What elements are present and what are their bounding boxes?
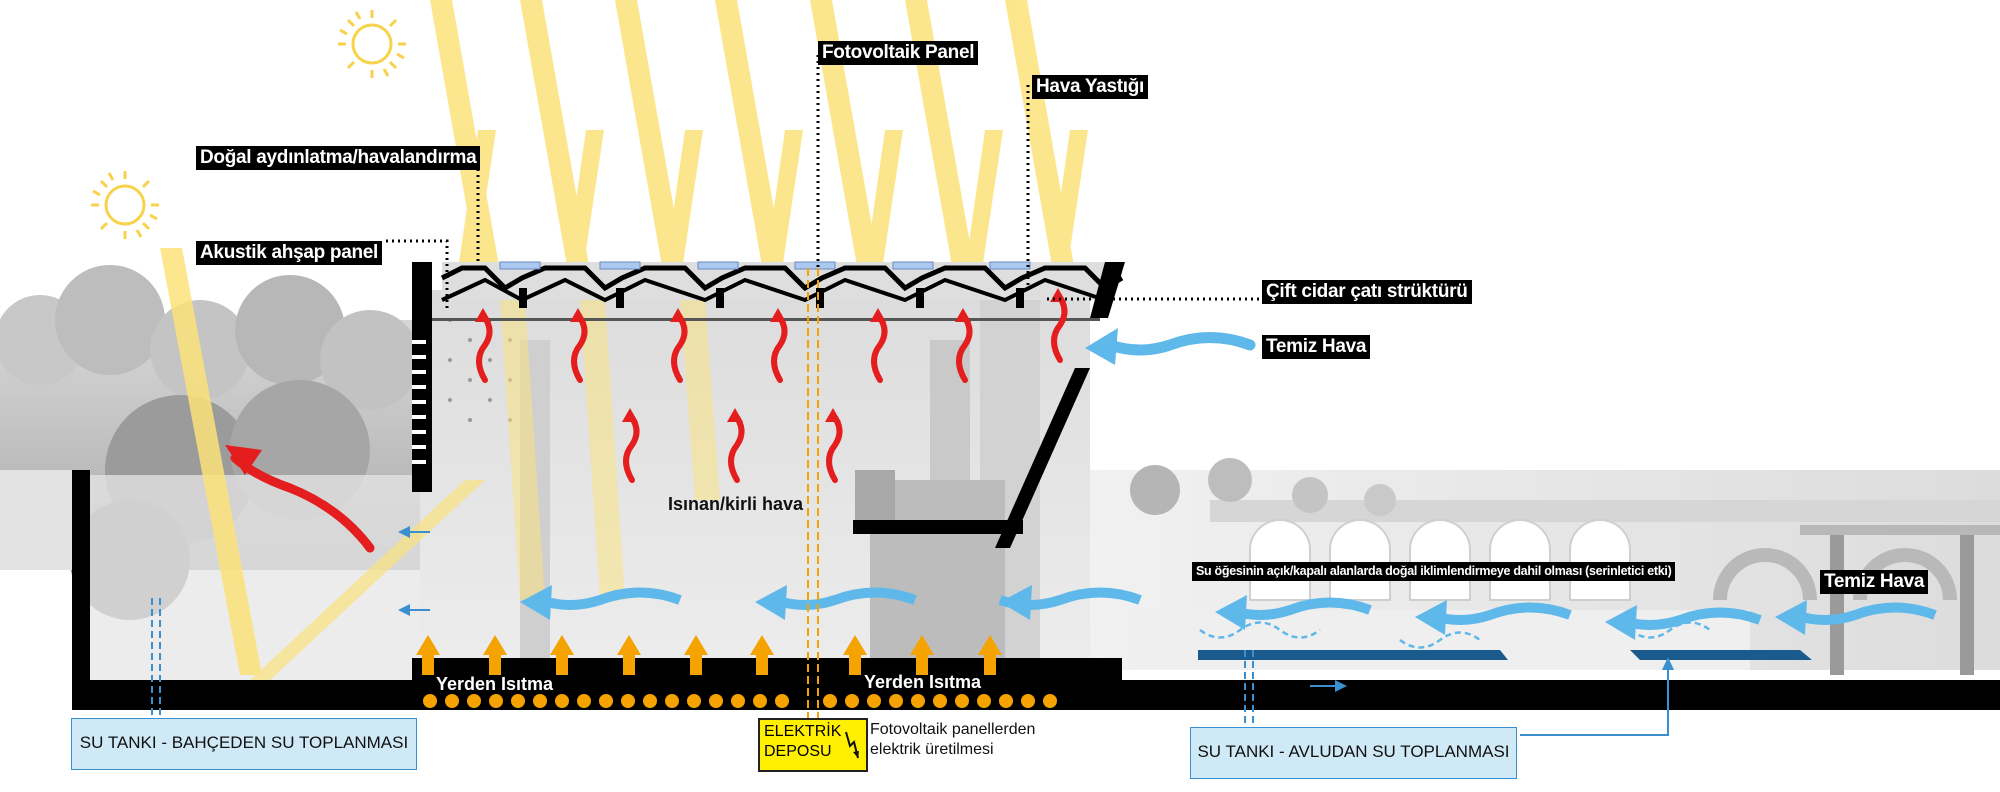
- warm-air-arrows: [230, 292, 1068, 553]
- floor-heating-arrows: [416, 635, 1002, 675]
- label-yerden-isitma-left: Yerden Isıtma: [436, 674, 554, 694]
- electric-cables: [807, 268, 819, 735]
- label-hava-yastigi: Hava Yastığı: [1032, 75, 1149, 99]
- sun-icon: [91, 171, 159, 239]
- label-su-ogesi: Su öğesinin açık/kapalı alanlarda doğal …: [1192, 562, 1676, 581]
- electric-storage-label-line2: DEPOSU: [764, 743, 832, 760]
- water-return-line: [1520, 657, 1674, 736]
- fresh-air-arrows: [398, 328, 1937, 692]
- water-pipes: [151, 598, 1254, 735]
- label-isinan-hava: Isınan/kirli hava: [668, 494, 804, 514]
- electric-storage-box: ELEKTRİK DEPOSU: [758, 718, 868, 772]
- pv-cells: [499, 261, 1031, 270]
- label-akustik-panel: Akustik ahşap panel: [196, 241, 383, 265]
- label-yerden-isitma-right: Yerden Isıtma: [864, 672, 982, 692]
- electric-storage-label-line1: ELEKTRİK: [764, 723, 842, 740]
- label-cift-cidar: Çift cidar çatı strüktürü: [1262, 280, 1472, 304]
- pv-note-line1: Fotovoltaik panellerden: [870, 721, 1036, 738]
- water-pools: [1198, 650, 1812, 660]
- lightning-icon: [845, 731, 859, 759]
- pv-note-line2: elektrik üretilmesi: [870, 741, 994, 758]
- warm-air-arrowheads: [225, 288, 1066, 475]
- label-temiz-hava-right: Temiz Hava: [1820, 570, 1929, 594]
- roof-structure: [430, 261, 1124, 321]
- sun-icon: [338, 10, 406, 78]
- water-tank-garden: SU TANKI - BAHÇEDEN SU TOPLANMASI: [71, 718, 417, 770]
- walls: [72, 262, 2000, 710]
- floor-heating-dots: [423, 694, 1057, 708]
- label-temiz-hava-top: Temiz Hava: [1262, 335, 1371, 359]
- water-tank-courtyard: SU TANKI - AVLUDAN SU TOPLANMASI: [1190, 727, 1517, 779]
- label-dogal-aydinlatma: Doğal aydınlatma/havalandırma: [196, 146, 481, 170]
- pv-electricity-note: Fotovoltaik panellerden elektrik üretilm…: [870, 720, 1035, 760]
- label-fotovoltaik-panel: Fotovoltaik Panel: [818, 41, 979, 65]
